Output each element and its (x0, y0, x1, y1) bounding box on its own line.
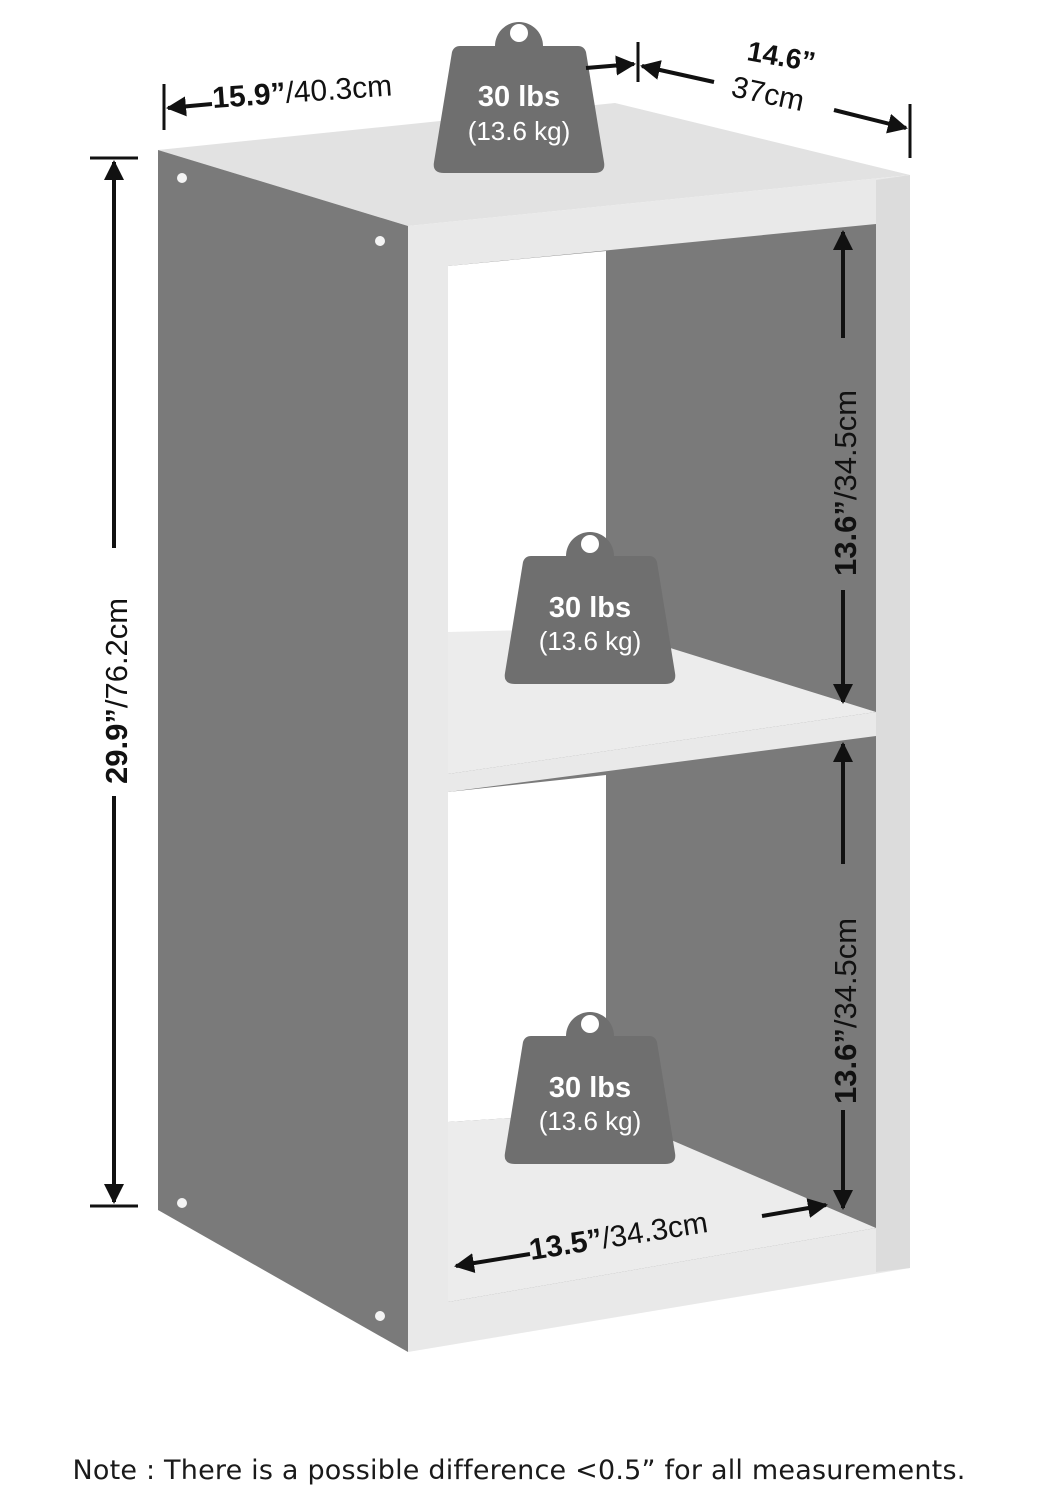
weight-bottom-lbs: 30 lbs (549, 1072, 631, 1104)
weight-icon-top: 30 lbs (13.6 kg) (433, 22, 605, 173)
weight-top-kg: (13.6 kg) (468, 116, 571, 146)
weight-middle-lbs: 30 lbs (549, 592, 631, 624)
weight-icon (504, 1012, 676, 1164)
svg-text:13.6”/34.5cm: 13.6”/34.5cm (828, 918, 863, 1104)
dimension-arrow-icon (166, 96, 213, 117)
svg-text:13.6”/34.5cm: 13.6”/34.5cm (828, 390, 863, 576)
weight-top-lbs: 30 lbs (478, 81, 560, 113)
lower-cubby-cm-label: /34.5cm (828, 918, 863, 1028)
upper-cubby-inch-label: 13.6” (828, 500, 863, 576)
weight-icon (433, 22, 605, 173)
depth-cm-label: 37cm (729, 71, 808, 119)
lower-cubby-inch-label: 13.6” (828, 1028, 863, 1104)
weight-middle-kg: (13.6 kg) (539, 626, 642, 656)
depth-inch-label: 14.6” (745, 35, 818, 77)
upper-cubby-cm-label: /34.5cm (828, 390, 863, 500)
svg-text:15.9”/40.3cm: 15.9”/40.3cm (211, 69, 393, 114)
width-cm-label: /40.3cm (284, 69, 393, 109)
weight-bottom-kg: (13.6 kg) (539, 1106, 642, 1136)
height-cm-label: /76.2cm (99, 598, 134, 708)
weight-icon-bottom: 30 lbs (13.6 kg) (504, 1012, 676, 1164)
height-dimension: 29.9”/76.2cm (90, 156, 138, 1208)
svg-text:29.9”/76.2cm: 29.9”/76.2cm (99, 598, 134, 784)
width-inch-label: 15.9” (211, 77, 287, 115)
measurement-note: Note : There is a possible difference <0… (72, 1455, 966, 1486)
width-dimension: 15.9”/40.3cm (162, 42, 640, 130)
height-inch-label: 29.9” (99, 708, 134, 784)
upper-cubby-height-dimension: 13.6”/34.5cm (828, 230, 863, 704)
shelf-side-panel (158, 150, 408, 1352)
lower-cubby-height-dimension: 13.6”/34.5cm (828, 742, 863, 1210)
cube-shelf (158, 103, 910, 1352)
weight-icon (504, 532, 676, 684)
weight-icon-middle: 30 lbs (13.6 kg) (504, 532, 676, 684)
screw-hole-icon (177, 173, 385, 1321)
